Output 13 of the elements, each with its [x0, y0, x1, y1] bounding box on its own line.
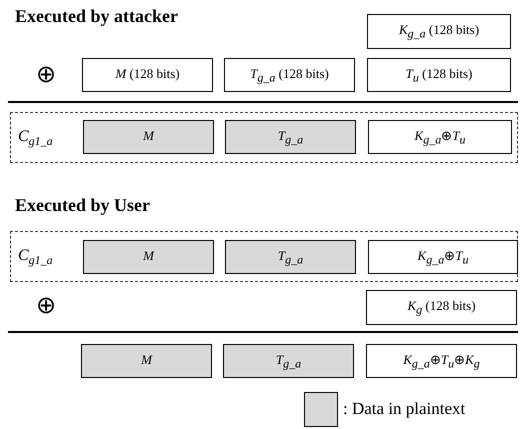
- plaintext-data-box: M: [83, 120, 214, 154]
- heading: Executed by attacker: [15, 6, 178, 27]
- xor-symbol: ⊕: [36, 61, 56, 89]
- ciphertext-label: C$_{g1_a}$: [18, 246, 53, 270]
- ciphertext-label: C$_{g1_a}$: [18, 127, 53, 150]
- legend-text: : Data in plaintext: [343, 399, 466, 419]
- dashed-group-frame: [10, 231, 518, 282]
- data-box: M (128 bits): [82, 58, 213, 92]
- plaintext-data-box: M: [81, 344, 212, 378]
- dashed-group-frame: [10, 112, 518, 163]
- xor-symbol: ⊕: [36, 292, 56, 320]
- heading: Executed by User: [15, 195, 150, 216]
- plaintext-data-box: M: [83, 240, 214, 274]
